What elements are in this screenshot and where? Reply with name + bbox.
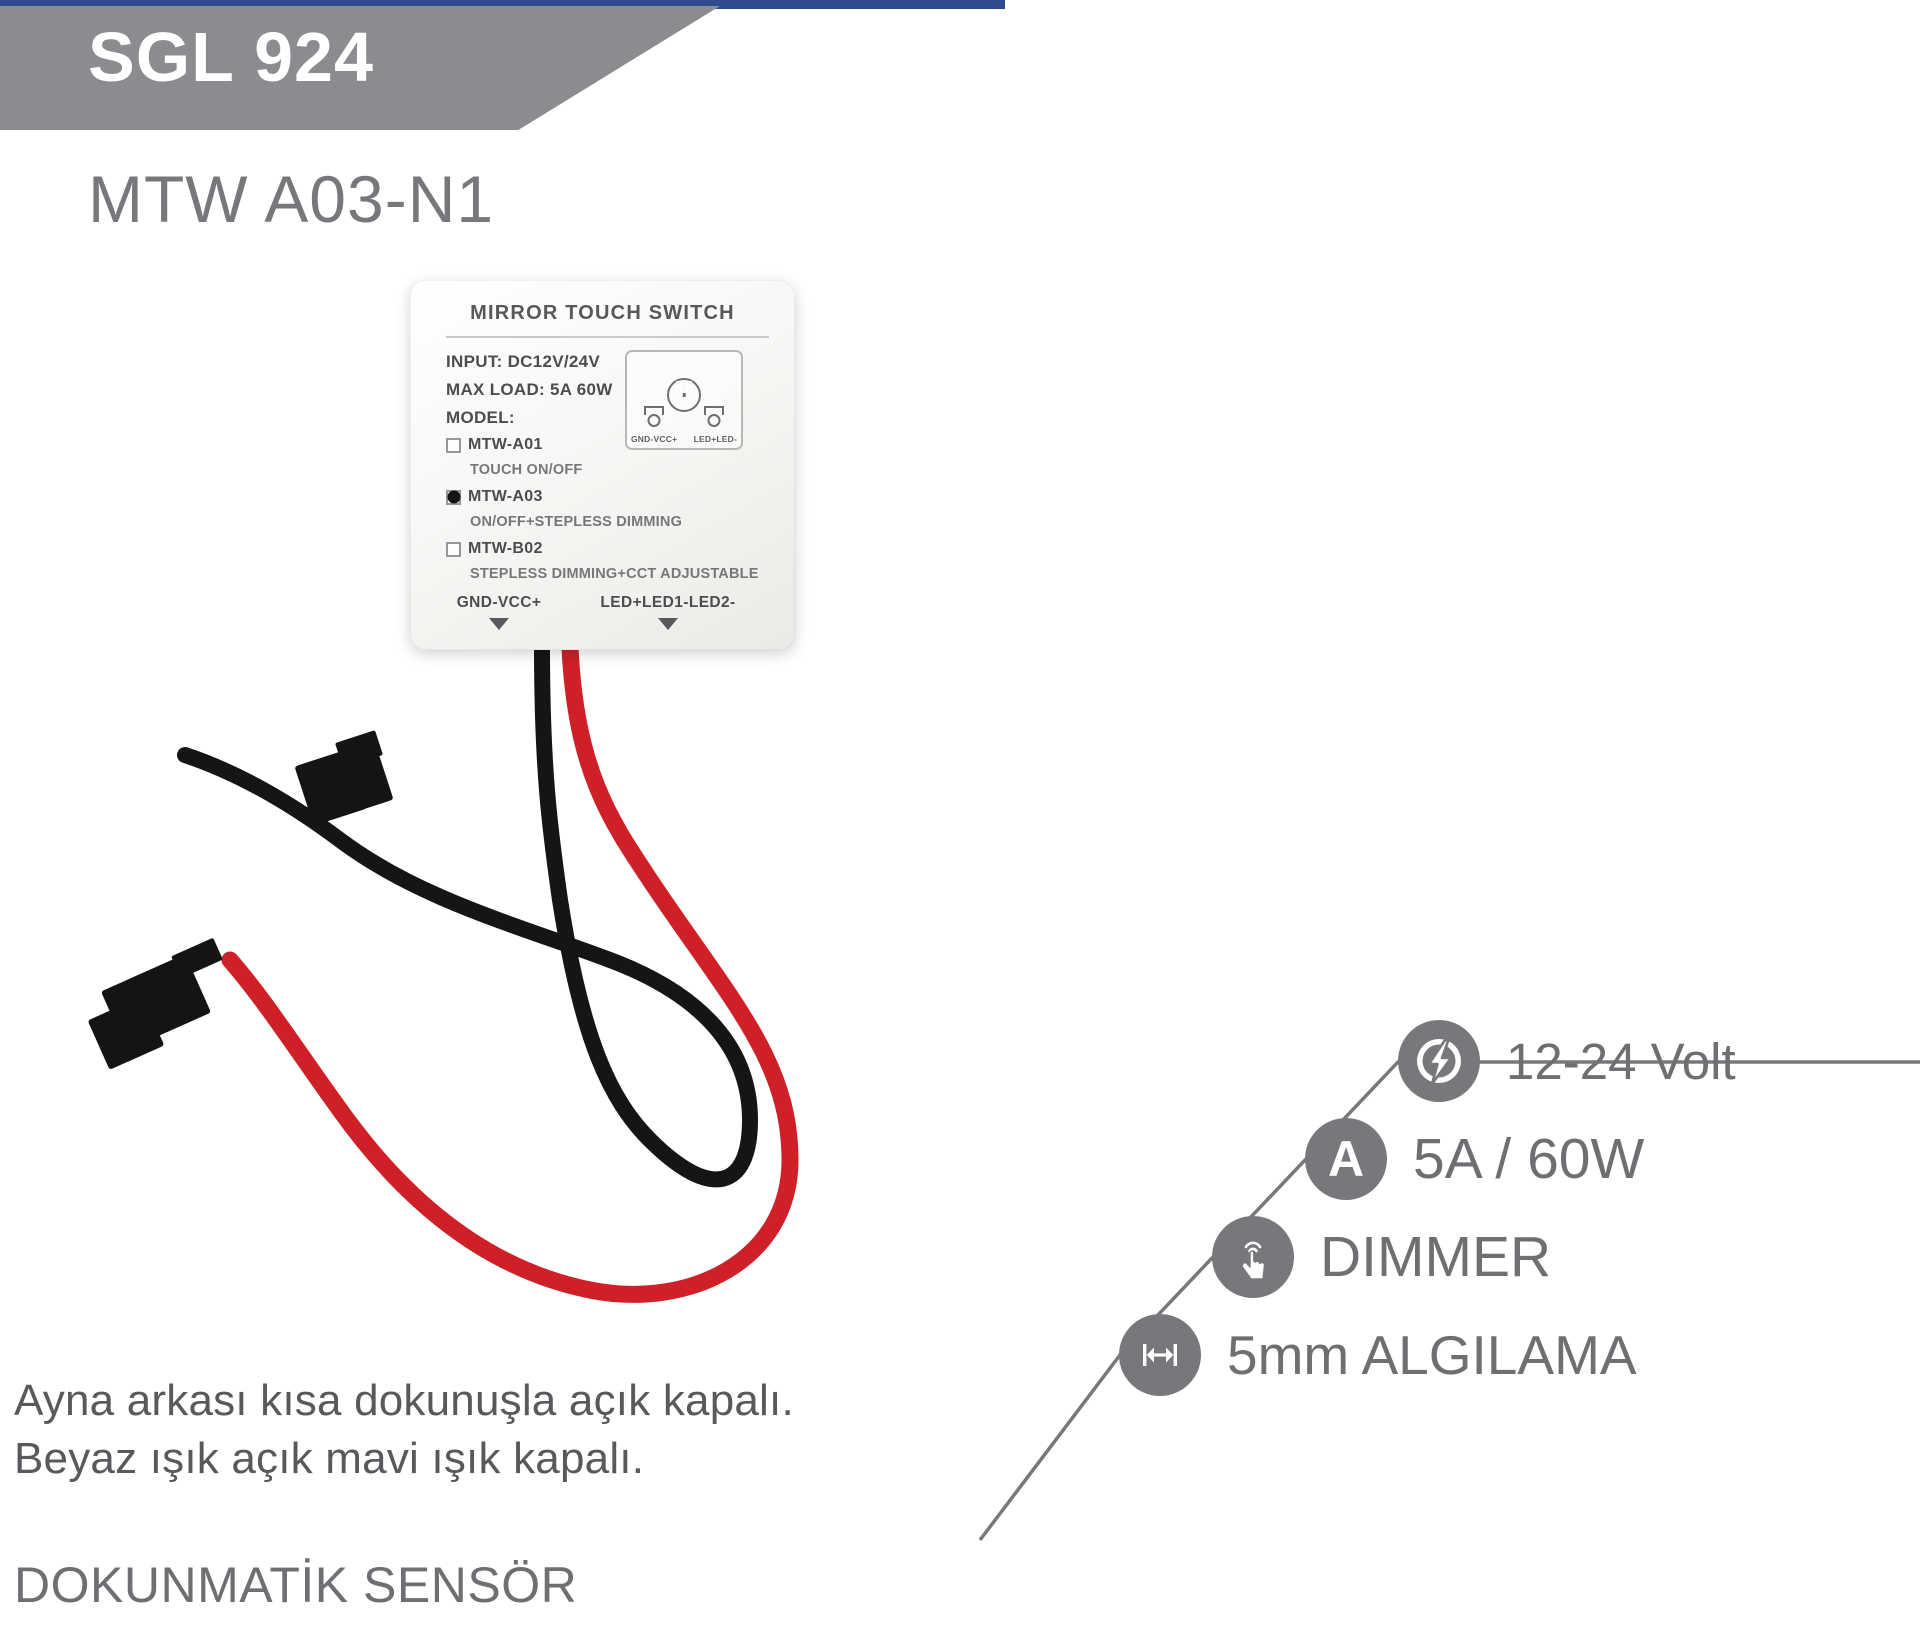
feature-row-dimmer: DIMMER [1212,1216,1551,1298]
terminal-arrow-led [658,618,678,630]
module-label-divider [446,336,769,338]
description-line-1: Ayna arkası kısa dokunuşla açık kapalı. [14,1376,794,1425]
checkbox-mtw-b02 [446,541,461,557]
module-option-mtw-b02: MTW-B02 [446,540,543,558]
callout-leader-line [978,1060,1920,1542]
description-text: Ayna arkası kısa dokunuşla açık kapalı. … [14,1372,1024,1488]
module-option-mtw-a03: MTW-A03 [446,488,543,506]
diagram-terminal-left [641,406,667,428]
diagram-terminal-right [701,406,727,428]
feature-callout-panel: 12-24 Volt A 5A / 60W DIMMER [978,1020,1920,1580]
top-accent-rule [0,0,1005,9]
feature-row-voltage: 12-24 Volt [1398,1020,1736,1102]
product-code-title: SGL 924 [88,18,374,96]
checkbox-mtw-a03 [446,489,461,505]
feature-label-current: 5A / 60W [1413,1126,1645,1191]
feature-row-current: A 5A / 60W [1305,1118,1644,1200]
checkbox-mtw-a01 [446,437,461,453]
module-label-title: MIRROR TOUCH SWITCH [470,302,735,324]
distance-arrows-icon [1119,1314,1201,1396]
module-input-spec: INPUT: DC12V/24V [446,352,601,371]
wiring-diagram-box: GND-VCC+ LED+LED- [625,350,743,450]
touch-finger-icon [1212,1216,1294,1298]
terminal-label-led: LED+LED1-LED2- [600,594,736,611]
wire-harness-graphic [177,639,799,1303]
power-symbol-icon [667,378,701,412]
terminal-arrow-gnd-vcc [489,618,509,630]
product-model-subtitle: MTW A03-N1 [88,162,495,236]
feature-label-dimmer: DIMMER [1320,1224,1552,1289]
feature-row-detection: 5mm ALGILAMA [1119,1314,1637,1396]
switch-module-body: MIRROR TOUCH SWITCH INPUT: DC12V/24V MAX… [410,280,795,650]
option-label-mtw-a03: MTW-A03 [468,488,543,505]
option-desc-mtw-a01: TOUCH ON/OFF [470,462,583,478]
terminal-label-gnd-vcc: GND-VCC+ [456,594,542,611]
module-model-heading: MODEL: [446,408,515,427]
option-desc-mtw-a03: ON/OFF+STEPLESS DIMMING [470,514,683,530]
module-option-mtw-a01: MTW-A01 [446,436,543,454]
letter-a-glyph: A [1327,1131,1365,1187]
option-label-mtw-b02: MTW-B02 [468,540,543,557]
feature-label-detection: 5mm ALGILAMA [1227,1323,1637,1386]
product-photo: MIRROR TOUCH SWITCH INPUT: DC12V/24V MAX… [87,280,950,1320]
option-label-mtw-a01: MTW-A01 [468,436,543,453]
bottom-section-heading: DOKUNMATİK SENSÖR [14,1557,578,1613]
diagram-label-led: LED+LED- [693,434,737,444]
module-maxload-spec: MAX LOAD: 5A 60W [446,380,613,399]
option-desc-mtw-b02: STEPLESS DIMMING+CCT ADJUSTABLE [470,566,759,582]
lightning-bolt-icon [1398,1020,1480,1102]
description-line-2: Beyaz ışık açık mavi ışık kapalı. [14,1434,645,1484]
feature-label-voltage: 12-24 Volt [1506,1032,1736,1090]
diagram-label-gnd-vcc: GND-VCC+ [631,434,678,444]
ampere-letter-a-icon: A [1305,1118,1387,1200]
